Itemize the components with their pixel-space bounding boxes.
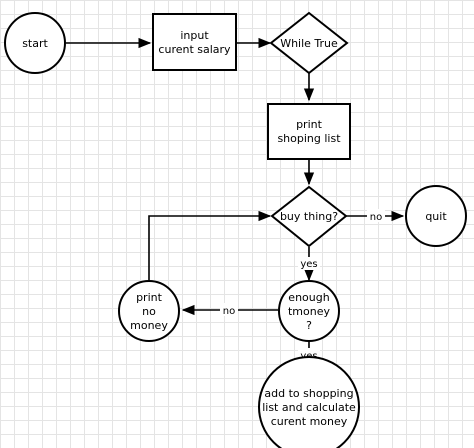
node-start: start xyxy=(4,12,66,74)
node-quit-label: quit xyxy=(425,210,447,223)
input-salary-line-1: input xyxy=(180,29,209,42)
node-buy-thing-label: buy thing? xyxy=(280,210,338,223)
edge-no-money-to-buy xyxy=(148,210,272,280)
enough-money-line-3: ? xyxy=(306,319,312,332)
print-no-money-line-2: no xyxy=(142,305,156,318)
print-no-money-line-1: print xyxy=(136,291,163,304)
while-true-line-1: While True xyxy=(280,37,338,50)
edge-label-enough-no: no xyxy=(220,303,238,317)
node-while-true: While True xyxy=(269,11,349,75)
add-to-list-line-2: list and calculate xyxy=(262,401,356,414)
print-list-line-1: print xyxy=(296,118,323,131)
input-salary-line-2: curent salary xyxy=(158,43,231,56)
buy-thing-line-1: buy thing? xyxy=(280,210,338,223)
print-list-line-2: shoping list xyxy=(277,132,341,145)
edge-label-buy-no: no xyxy=(367,209,385,223)
edges xyxy=(66,37,405,374)
enough-money-line-2: tmoney xyxy=(288,305,330,318)
node-while-true-label: While True xyxy=(280,37,338,50)
svg-text:no: no xyxy=(223,306,235,317)
svg-text:yes: yes xyxy=(300,259,317,270)
edge-label-buy-yes: yes xyxy=(298,257,320,270)
add-to-list-line-3: curent money xyxy=(271,415,348,428)
start-line-1: start xyxy=(22,37,48,50)
print-no-money-line-3: money xyxy=(130,319,168,332)
svg-text:no: no xyxy=(370,212,382,223)
node-quit: quit xyxy=(405,185,467,247)
add-to-list-line-1: add to shopping xyxy=(264,387,353,400)
node-buy-thing: buy thing? xyxy=(270,185,348,248)
node-start-label: start xyxy=(22,37,48,50)
quit-line-1: quit xyxy=(425,210,447,223)
enough-money-line-1: enough xyxy=(288,291,329,304)
